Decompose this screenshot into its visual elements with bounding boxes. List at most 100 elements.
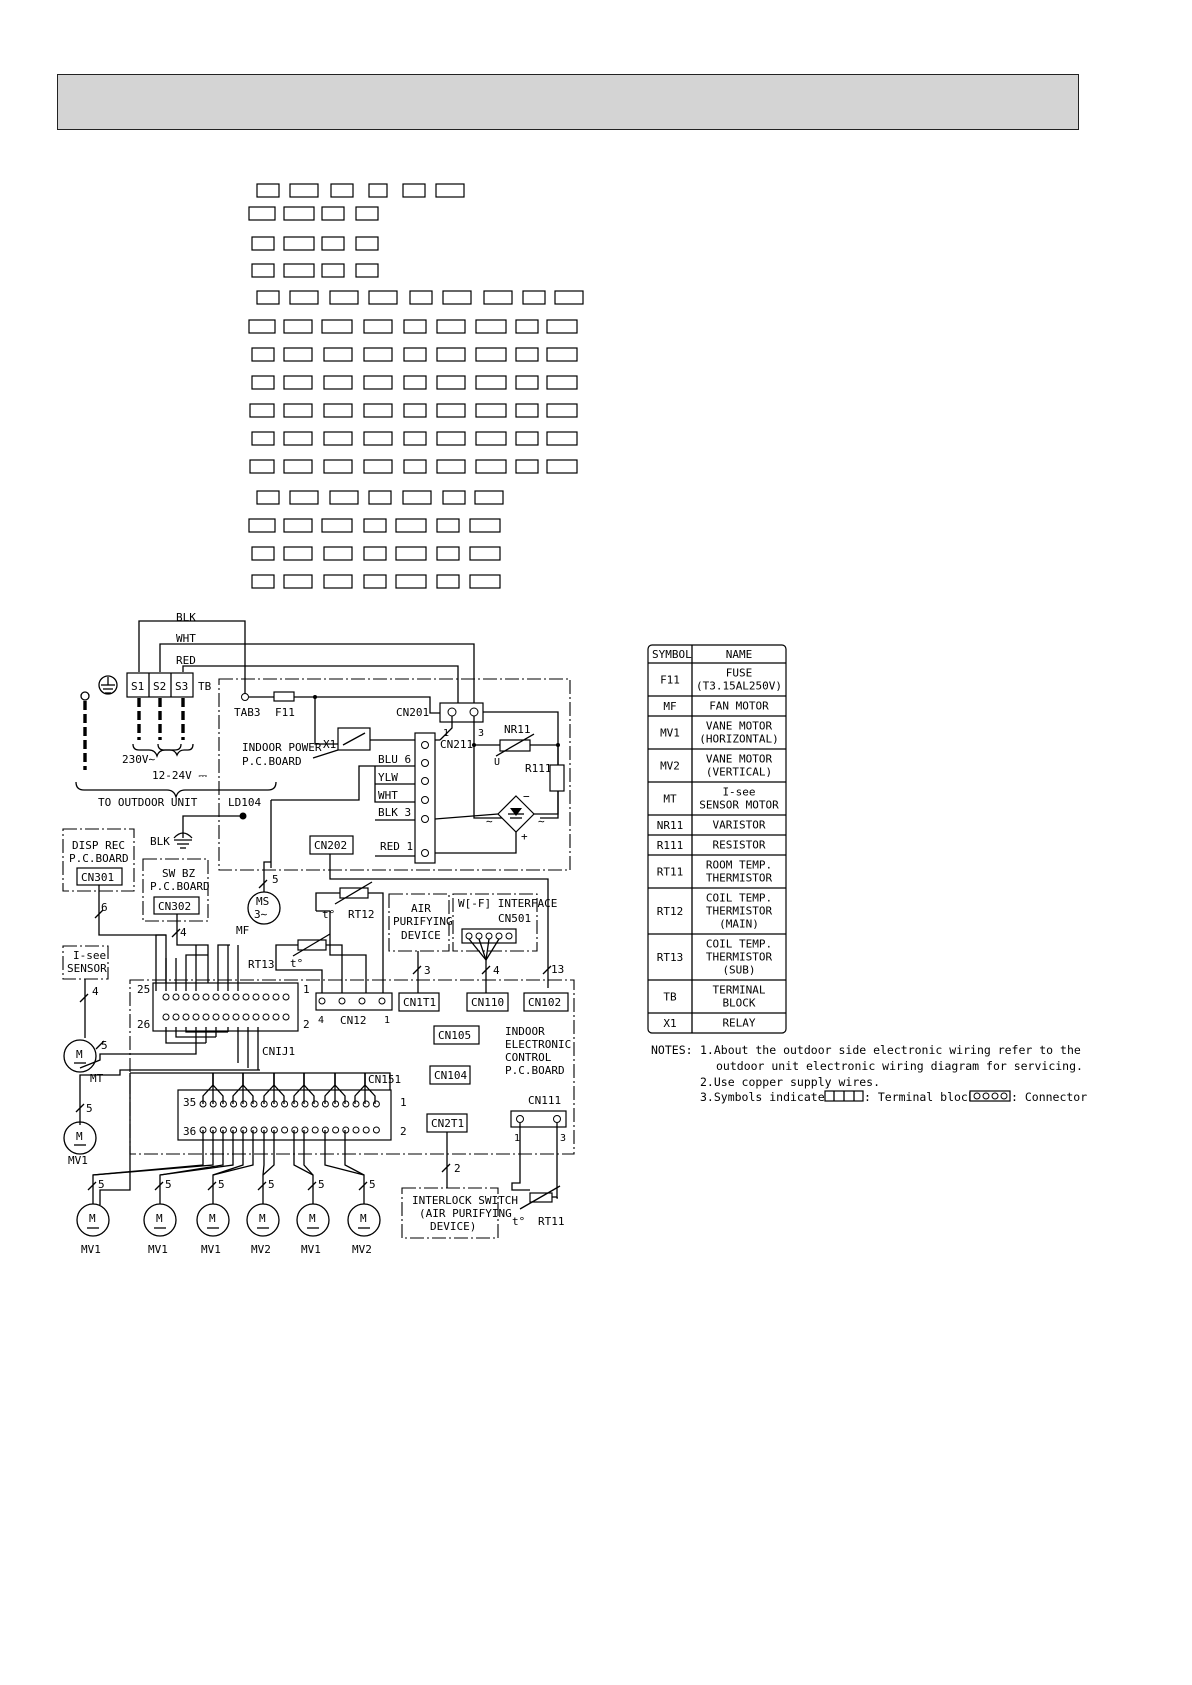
connector-pin: [172, 993, 180, 1001]
connector-pin: [282, 1013, 290, 1021]
model-placeholder-box: [475, 319, 507, 334]
motor-wire: [303, 1130, 314, 1176]
table-row-name: COIL TEMP.: [706, 938, 772, 951]
connector-pin: [192, 993, 200, 1001]
table-row-name: TERMINAL: [713, 984, 766, 997]
connector-pin: [242, 993, 250, 1001]
model-placeholder-box: [436, 546, 460, 561]
table-row-name: FUSE: [726, 667, 753, 680]
fan-motor-wire-count: 5: [272, 873, 279, 886]
model-placeholder-box: [442, 490, 466, 505]
header-bar: [57, 74, 1079, 130]
table-row-name: (SUB): [722, 964, 755, 977]
cnij1-connector: [152, 982, 299, 1032]
bottom-motor-2-icon: M: [143, 1203, 177, 1237]
table-row-symbol: R111: [657, 839, 684, 852]
rt12-temp: t°: [322, 908, 335, 921]
model-placeholder-box: [289, 183, 319, 198]
model-placeholder-box: [321, 206, 345, 221]
cn104-label: CN104: [434, 1069, 467, 1082]
model-placeholder-box: [355, 263, 379, 278]
model-placeholder-box: [283, 263, 315, 278]
table-row-name: VANE MOTOR: [706, 753, 773, 766]
isee-wire-count: 4: [92, 985, 99, 998]
model-placeholder-box: [515, 319, 539, 334]
ground-icon: [98, 675, 118, 695]
connector-pin: [250, 1100, 258, 1108]
interlock-wire-count: 2: [454, 1162, 461, 1175]
model-placeholder-box: [546, 431, 578, 446]
model-placeholder-box: [469, 574, 501, 589]
wire-label-blk: BLK: [176, 611, 196, 624]
model-placeholder-box: [329, 290, 359, 305]
model-placeholder-box: [289, 290, 319, 305]
bottom-motor-3-icon: M: [196, 1203, 230, 1237]
model-placeholder-box: [249, 403, 275, 418]
bottom-motor-m: M: [89, 1212, 96, 1225]
cn111-pin3: 3: [560, 1133, 566, 1144]
model-placeholder-box: [321, 319, 353, 334]
table-row-name: ROOM TEMP.: [706, 859, 772, 872]
model-placeholder-box: [248, 518, 276, 533]
sw-bz-wire-count: 4: [180, 926, 187, 939]
model-placeholder-box: [475, 403, 507, 418]
note-1a: 1.About the outdoor side electronic wiri…: [700, 1043, 1081, 1057]
model-placeholder-box: [475, 375, 507, 390]
table-row-name: VARISTOR: [713, 819, 766, 832]
table-row-name: RESISTOR: [713, 839, 766, 852]
controller-label-1: INDOOR: [505, 1025, 545, 1038]
model-placeholder-box: [395, 574, 427, 589]
nr11-label: NR11: [504, 723, 531, 736]
note-1b: outdoor unit electronic wiring diagram f…: [716, 1059, 1083, 1073]
cn501-label: CN501: [498, 912, 531, 925]
air-purifier-label-1: AIR: [411, 902, 431, 915]
model-placeholder-box: [546, 459, 578, 474]
model-placeholder-box: [355, 206, 379, 221]
cn202-connector: [309, 835, 354, 855]
model-placeholder-box: [403, 319, 427, 334]
connector-pin: [212, 993, 220, 1001]
indoor-power-board: BLK WHT RED S1 S2 S3 TB 230V∼ 12-24V ⎓ T…: [75, 611, 571, 988]
rt11-label: RT11: [538, 1215, 565, 1228]
connector-pin: [202, 1013, 210, 1021]
model-placeholder-box: [323, 375, 353, 390]
cnij1-pins: [162, 993, 290, 1021]
rt11-temp: t°: [512, 1215, 525, 1228]
model-placeholder-box: [522, 290, 546, 305]
model-placeholder-box: [363, 546, 387, 561]
model-placeholder-box: [283, 574, 313, 589]
model-placeholder-box: [483, 290, 513, 305]
model-placeholder-box: [283, 459, 313, 474]
model-placeholder-box: [403, 431, 427, 446]
outdoor-unit-label: TO OUTDOOR UNIT: [98, 796, 198, 809]
table-row-symbol: F11: [660, 674, 680, 687]
model-placeholder-box: [436, 459, 466, 474]
model-placeholder-box: [283, 347, 313, 362]
cn211-wht: WHT: [378, 789, 398, 802]
mt-motor-icon: M: [63, 1039, 97, 1073]
cn12-pin1: 1: [384, 1015, 390, 1026]
table-row-name: VANE MOTOR: [706, 720, 773, 733]
cn1t1-connector: [398, 992, 440, 1012]
voltage-12-24: 12-24V ⎓: [152, 769, 207, 782]
table-row-symbol: RT11: [657, 866, 684, 879]
model-placeholder-box: [368, 183, 388, 198]
wifi-interface-label: W[-F] INTERFACE: [458, 897, 557, 910]
cn151-pin35: 35: [183, 1096, 196, 1109]
power-board-label-1: INDOOR POWER: [242, 741, 322, 754]
connector-pin: [182, 1013, 190, 1021]
model-placeholder-box: [546, 347, 578, 362]
connector-pin: [250, 1126, 258, 1134]
table-row-name: THERMISTOR: [706, 872, 773, 885]
motor-wire: [212, 1130, 244, 1204]
model-placeholder-box: [395, 546, 427, 561]
bottom-motor-wire-count: 5: [98, 1178, 105, 1191]
motor-wire: [324, 1130, 365, 1204]
model-placeholder-box: [409, 290, 433, 305]
cn111-pin1: 1: [514, 1133, 520, 1144]
cn110-connector: [466, 992, 509, 1012]
connector-pin: [262, 993, 270, 1001]
model-placeholder-box: [329, 490, 359, 505]
table-row-symbol: NR11: [657, 819, 684, 832]
